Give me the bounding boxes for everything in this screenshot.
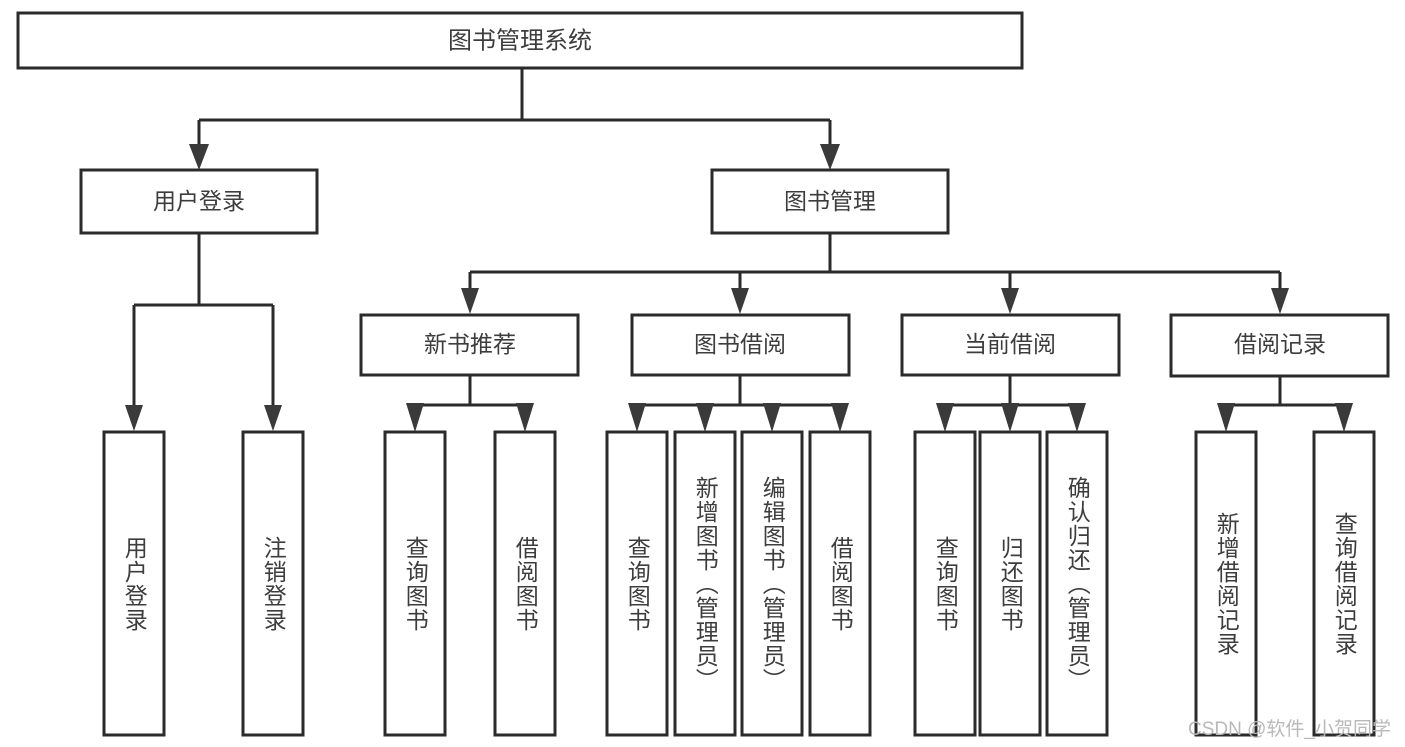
node-borrow-record-label: 借阅记录 (1234, 331, 1326, 357)
arrow-to-recommend (461, 288, 479, 314)
arrow-to-record-leaf-1 (1217, 403, 1235, 432)
leaf-box-user-login-1[interactable] (102, 430, 166, 737)
arrowhead-group (125, 144, 1353, 432)
leaf-box-current-1[interactable] (913, 430, 977, 737)
node-borrow-record-box[interactable] (1169, 313, 1390, 378)
leaf-box-current-2[interactable] (978, 430, 1042, 737)
node-user-login-label: 用户登录 (153, 188, 245, 214)
arrow-to-user-login-leaf-2 (264, 405, 282, 431)
arrow-to-book-mgmt (820, 144, 840, 170)
arrow-to-record-leaf-2 (1335, 403, 1353, 432)
arrow-to-current-leaf-3 (1068, 403, 1086, 432)
node-new-book-recommend-label: 新书推荐 (424, 331, 516, 357)
node-current-borrow[interactable]: 当前借阅 (900, 313, 1121, 377)
leaf-box-borrow-4[interactable] (808, 430, 872, 737)
arrow-to-record (1271, 288, 1289, 314)
arrow-to-borrow (731, 288, 749, 314)
arrow-to-current-leaf-2 (1001, 403, 1019, 432)
arrow-to-borrow-leaf-1 (628, 403, 646, 432)
node-new-book-recommend[interactable]: 新书推荐 (359, 313, 580, 377)
leaf-box-borrow-3[interactable] (740, 430, 804, 737)
node-book-borrow-box[interactable] (630, 313, 851, 377)
arrow-to-user-login (189, 144, 209, 170)
arrow-to-borrow-leaf-2 (696, 403, 714, 432)
leaf-box-current-3[interactable] (1045, 430, 1109, 737)
leaf-box-user-login-2[interactable] (241, 430, 305, 737)
node-current-borrow-label: 当前借阅 (964, 331, 1056, 357)
node-root-label: 图书管理系统 (448, 27, 592, 54)
arrow-to-borrow-leaf-4 (831, 403, 849, 432)
leaf-box-recommend-2[interactable] (493, 430, 557, 737)
node-book-management[interactable]: 图书管理 (710, 168, 950, 235)
node-book-borrow-label: 图书借阅 (694, 331, 786, 357)
node-borrow-record[interactable]: 借阅记录 (1169, 313, 1390, 378)
leaf-box-recommend-1[interactable] (383, 430, 447, 737)
node-user-login-box[interactable] (79, 168, 319, 235)
leaf-box-record-1[interactable] (1194, 430, 1258, 737)
node-new-book-recommend-box[interactable] (359, 313, 580, 377)
node-book-management-box[interactable] (710, 168, 950, 235)
arrow-to-borrow-leaf-3 (763, 403, 781, 432)
leaf-box-group (102, 430, 1376, 737)
node-root-box[interactable] (16, 11, 1024, 70)
arrow-to-recommend-leaf-2 (516, 403, 534, 432)
node-book-management-label: 图书管理 (784, 188, 876, 214)
node-current-borrow-box[interactable] (900, 313, 1121, 377)
arrow-to-current-leaf-1 (936, 403, 954, 432)
watermark: CSDN @软件_小贺同学 (1188, 719, 1391, 740)
arrow-to-recommend-leaf-1 (406, 403, 424, 432)
leaf-box-borrow-2[interactable] (673, 430, 737, 737)
node-book-borrow[interactable]: 图书借阅 (630, 313, 851, 377)
arrow-to-user-login-leaf-1 (125, 405, 143, 431)
node-user-login[interactable]: 用户登录 (79, 168, 319, 235)
leaf-box-borrow-1[interactable] (605, 430, 669, 737)
arrow-to-current (1001, 288, 1019, 314)
leaf-box-record-2[interactable] (1312, 430, 1376, 737)
node-root[interactable]: 图书管理系统 (16, 11, 1024, 70)
